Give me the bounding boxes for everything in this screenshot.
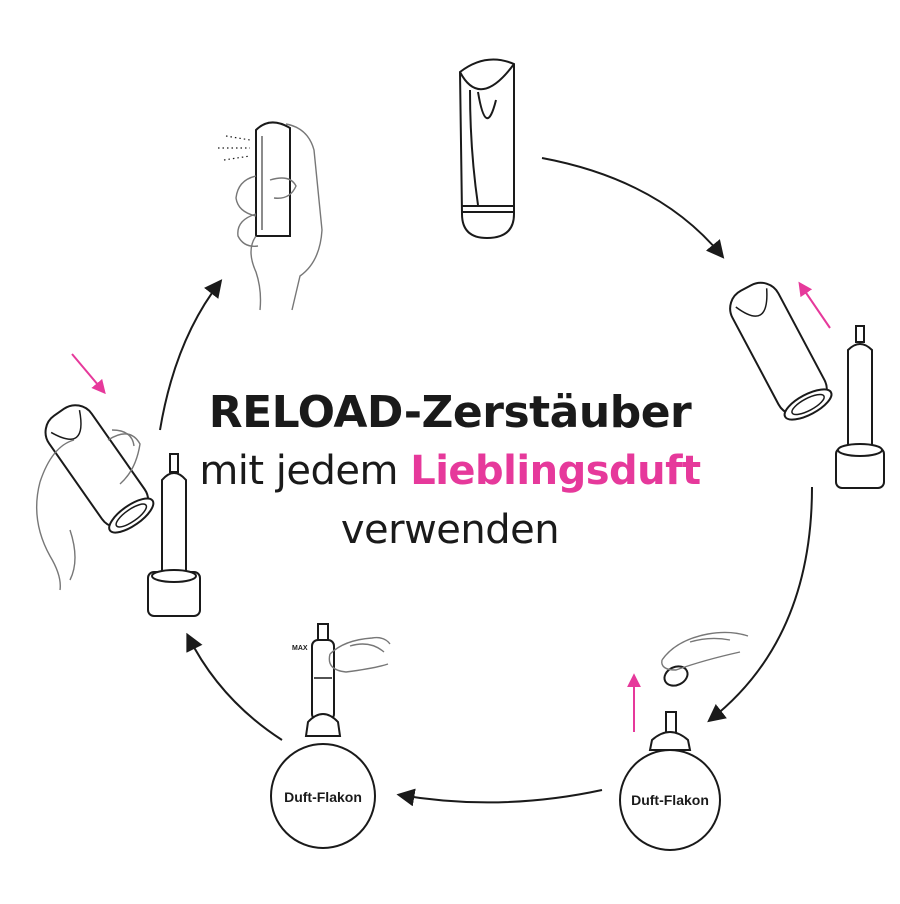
cycle-arrow-top-right (541, 157, 725, 259)
title-highlight: Lieblingsduft (410, 448, 701, 494)
title-line-2-prefix: mit jedem (199, 448, 411, 494)
max-label: MAX (292, 645, 308, 652)
flakon-label-left: Duft-Flakon (284, 789, 362, 805)
cycle-arrow-right (707, 486, 813, 723)
cycle-arrow-bottom-left (186, 632, 283, 741)
title-block: RELOAD-Zerstäuber mit jedem Lieblingsduf… (150, 385, 750, 559)
atomizer-upright-illustration (458, 58, 515, 240)
cycle-arrow-left (159, 279, 223, 431)
title-line-2: mit jedem Lieblingsduft (150, 441, 750, 501)
cycle-arrow-bottom (396, 788, 603, 807)
flakon-refill-illustration: MAX Duft-Flakon (270, 623, 391, 849)
atomizer-press-illustration (35, 353, 201, 617)
hand-spraying-illustration (218, 121, 323, 311)
atomizer-lift-illustration (729, 281, 885, 489)
flakon-uncap-illustration: Duft-Flakon (619, 631, 749, 851)
title-line-3: verwenden (340, 507, 560, 553)
flakon-label-right: Duft-Flakon (631, 792, 709, 808)
title-line-1: RELOAD-Zerstäuber (208, 387, 692, 438)
